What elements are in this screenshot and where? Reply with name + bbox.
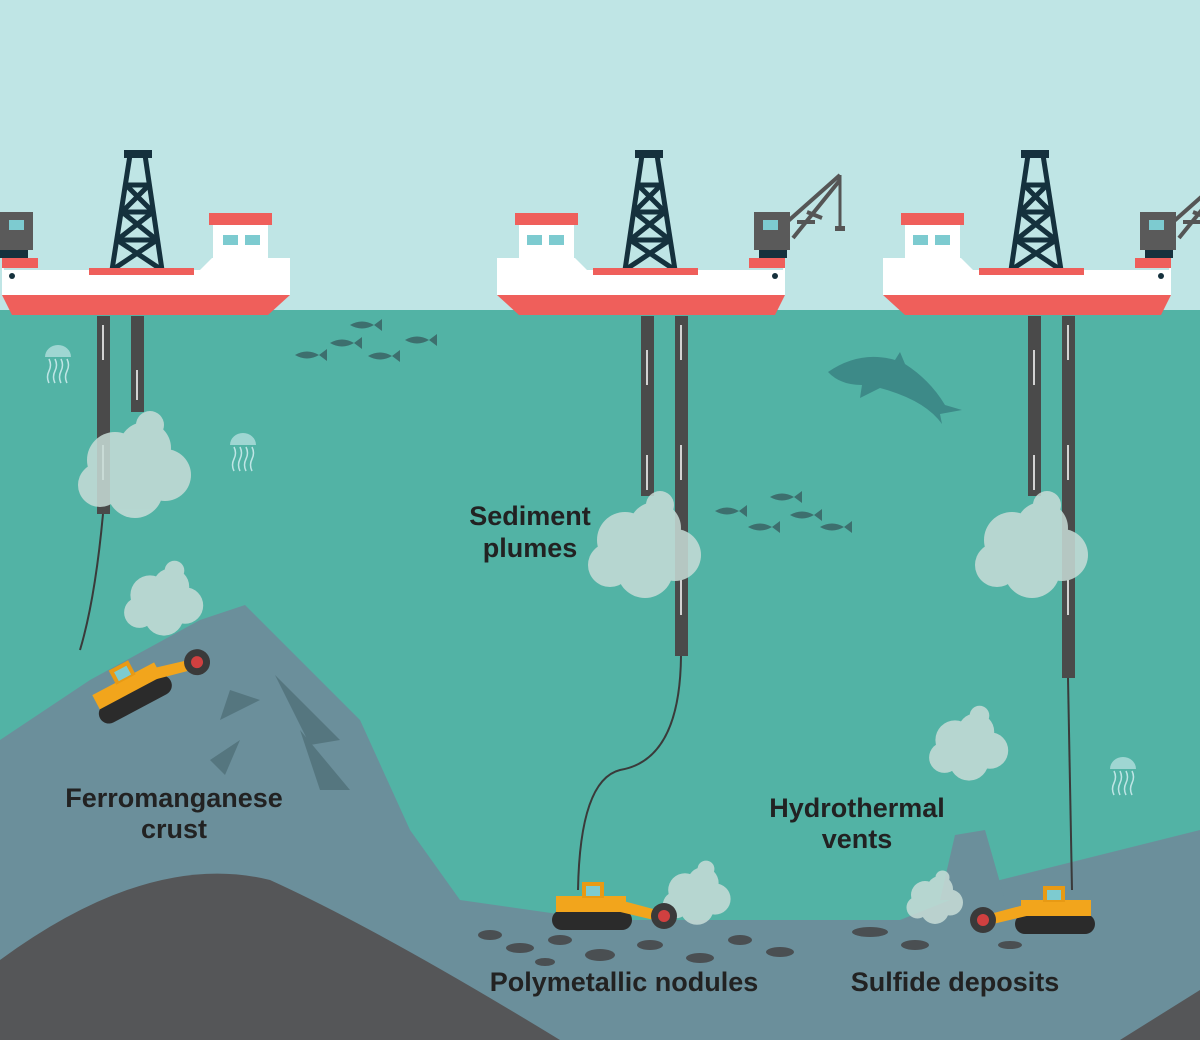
label-hydrothermal-vents-2: vents — [822, 824, 893, 854]
nodules — [478, 927, 1022, 966]
hydrothermal-vent-cone — [940, 830, 1005, 900]
dark-hill-right — [1120, 990, 1200, 1040]
label-sediment-plumes: Sediment — [469, 501, 591, 531]
label-ferromanganese-crust-2: crust — [141, 814, 207, 844]
dark-hill — [0, 873, 560, 1040]
label-sulfide-deposits: Sulfide deposits — [851, 967, 1060, 997]
label-ferromanganese-crust: Ferromanganese — [65, 783, 283, 813]
label-polymetallic-nodules: Polymetallic nodules — [490, 967, 759, 997]
seamount-shadows — [210, 675, 350, 790]
umbilical-cables — [79, 513, 1073, 891]
sky — [0, 0, 1200, 310]
dolphin-icon — [828, 352, 962, 424]
label-hydrothermal-vents: Hydrothermal — [769, 793, 945, 823]
label-sediment-plumes-2: plumes — [483, 533, 578, 563]
